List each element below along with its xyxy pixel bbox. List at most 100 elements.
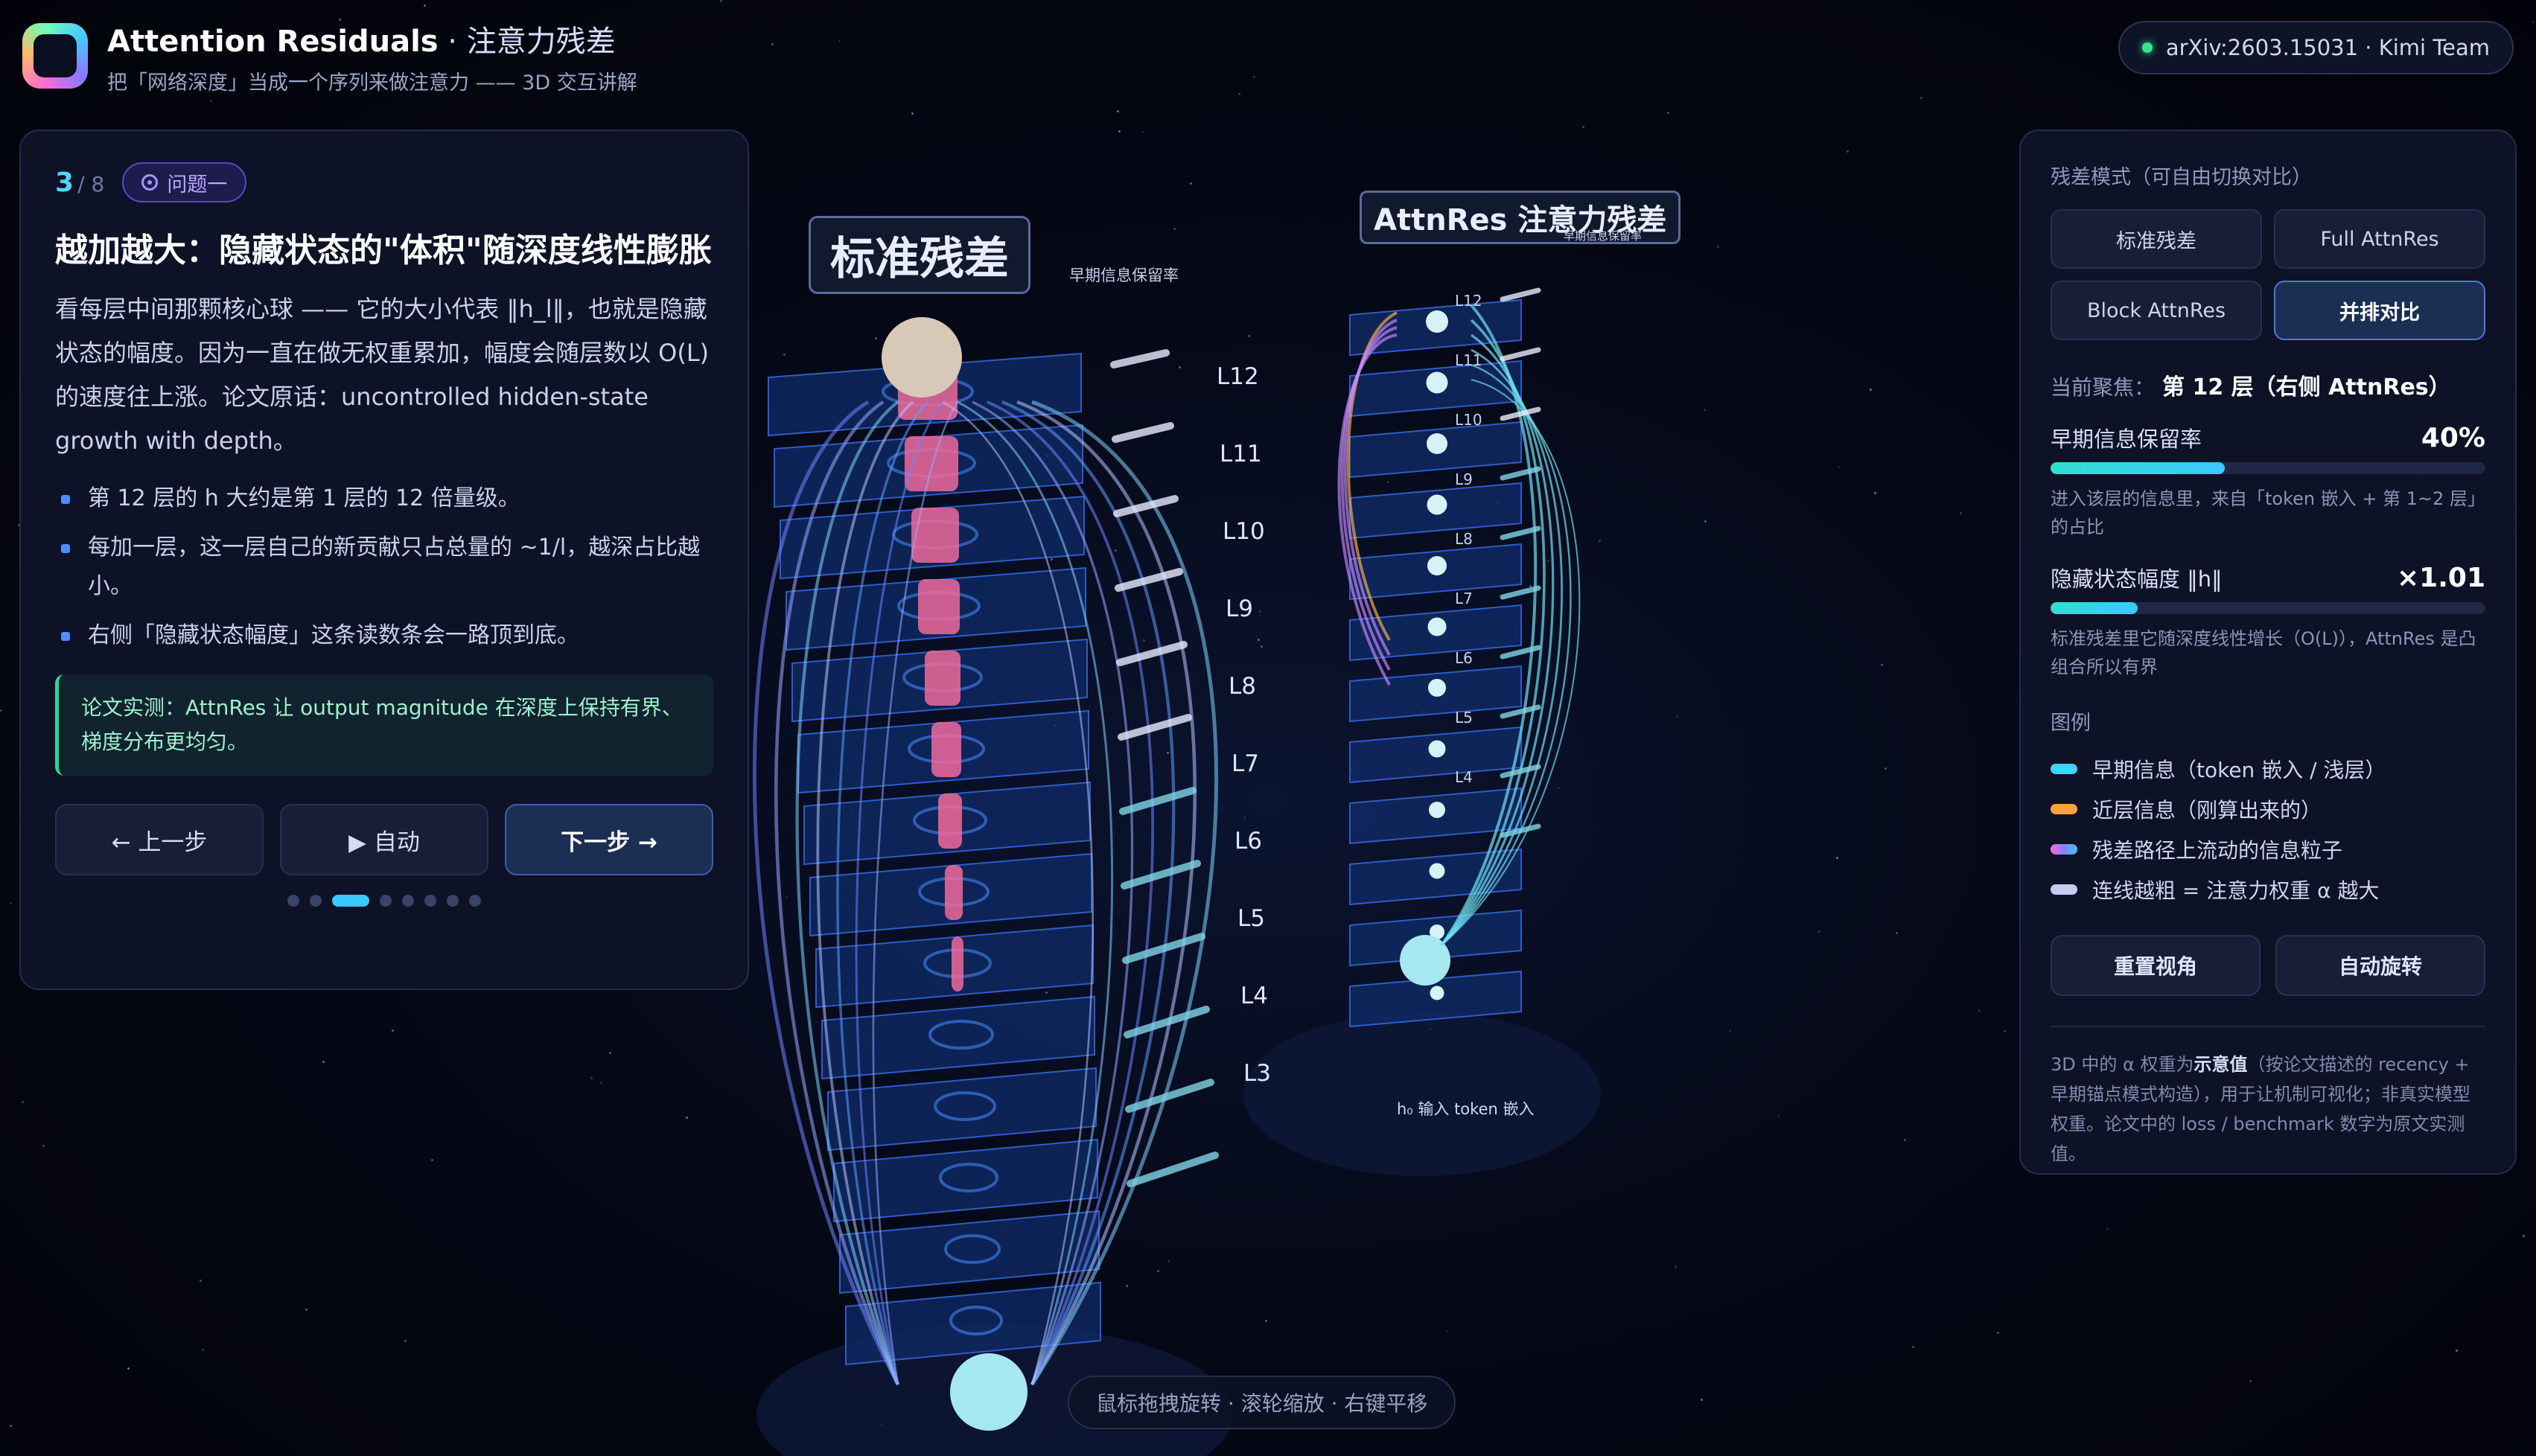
std-retention-bar <box>1125 1079 1214 1113</box>
star <box>2532 20 2535 23</box>
std-residual-arc <box>1001 400 1176 1385</box>
star <box>1248 334 1251 337</box>
step-progress-dots <box>55 895 713 907</box>
star <box>1978 1009 1981 1012</box>
star <box>339 18 342 21</box>
step-panel: 3 / 8 问题一 越加越大：隐藏状态的"体积"随深度线性膨胀 看每层中间那颗核… <box>19 130 749 990</box>
std-layer-ring <box>928 1020 994 1050</box>
std-layer-plate <box>845 1281 1101 1366</box>
star <box>21 1101 24 1104</box>
std-layer-label: L7 <box>1232 750 1259 777</box>
recent-info-swatch-icon <box>2051 804 2077 814</box>
progress-dot[interactable] <box>287 895 299 907</box>
reset-view-button[interactable]: 重置视角 <box>2051 935 2261 996</box>
attn-recent-arc <box>1337 333 1398 686</box>
std-layer-label: L8 <box>1229 673 1256 700</box>
star <box>202 1348 205 1351</box>
star <box>1115 549 1118 552</box>
std-retention-bar <box>1119 787 1197 815</box>
star <box>199 1280 202 1283</box>
std-core-sphere <box>882 317 962 397</box>
progress-dot[interactable] <box>447 895 459 907</box>
star <box>1167 752 1170 755</box>
star <box>1143 639 1146 642</box>
auto-play-button[interactable]: ▶ 自动 <box>280 804 488 875</box>
star <box>1547 559 1550 562</box>
attn-retention-bar <box>1500 466 1541 481</box>
star <box>1885 767 1887 770</box>
star <box>2523 1235 2526 1238</box>
star <box>590 1077 593 1080</box>
std-core-segment <box>945 865 963 920</box>
arxiv-badge[interactable]: arXiv:2603.15031 · Kimi Team <box>2118 21 2514 74</box>
std-layer-plate <box>833 1138 1098 1223</box>
std-retention-bar <box>1113 495 1179 517</box>
control-panel: 残差模式（可自由切换对比） 标准残差 Full AttnRes Block At… <box>2019 130 2517 1175</box>
h0-input-label: h₀ 输入 token 嵌入 <box>1397 1100 1535 1118</box>
star <box>404 1340 407 1343</box>
attn-core-sphere <box>1429 802 1445 818</box>
star <box>1238 93 1241 96</box>
star <box>392 1029 395 1032</box>
list-item: 第 12 层的 h 大约是第 1 层的 12 倍量级。 <box>55 479 713 518</box>
app-logo-icon <box>22 23 88 89</box>
star <box>2106 1227 2109 1230</box>
std-residual-arc <box>942 400 1094 1385</box>
metric-magnitude: 隐藏状态幅度 ‖h‖ ×1.01 标准残差里它随深度线性增长（O(L)），Att… <box>2051 563 2485 677</box>
star <box>1050 558 1053 561</box>
attn-core-sphere <box>1427 556 1447 575</box>
mode-label: 残差模式（可自由切换对比） <box>2051 166 2312 189</box>
standard-residual-label: 标准残差 <box>809 216 1030 294</box>
prev-step-button[interactable]: ← 上一步 <box>55 804 264 875</box>
mode-full-attnres-button[interactable]: Full AttnRes <box>2274 209 2485 269</box>
star <box>838 39 841 42</box>
star <box>42 1144 45 1147</box>
app-header: Attention Residuals · 注意力残差 把「网络深度」当成一个序… <box>22 15 637 97</box>
star <box>1838 465 1841 468</box>
star <box>1873 491 1876 494</box>
std-retention-bar <box>1115 568 1183 592</box>
attn-retention-bar <box>1500 645 1541 660</box>
mode-side-by-side-button[interactable]: 并排对比 <box>2274 281 2485 340</box>
progress-dot[interactable] <box>332 895 369 907</box>
early-info-swatch-icon <box>2051 764 2077 774</box>
attn-recent-arc <box>1343 319 1398 656</box>
std-core-segment <box>911 508 959 563</box>
star <box>1260 645 1263 648</box>
next-step-button[interactable]: 下一步 → <box>505 804 713 875</box>
star <box>911 112 914 115</box>
std-residual-arc <box>1016 400 1197 1386</box>
3d-scene-canvas[interactable]: 标准残差 早期信息保留率 AttnRes 注意力残差 早期信息保留率 h₀ 输入… <box>749 119 2015 1456</box>
attn-early-arc <box>1441 379 1581 946</box>
mode-standard-button[interactable]: 标准残差 <box>2051 209 2262 269</box>
attn-recent-arc <box>1346 311 1398 641</box>
progress-dot[interactable] <box>469 895 481 907</box>
star <box>1676 715 1679 718</box>
step-bullets: 第 12 层的 h 大约是第 1 层的 12 倍量级。 每加一层，这一层自己的新… <box>55 479 713 655</box>
star <box>1582 125 1585 128</box>
progress-dot[interactable] <box>310 895 322 907</box>
progress-dot[interactable] <box>380 895 392 907</box>
progress-dot[interactable] <box>402 895 414 907</box>
question-tag: 问题一 <box>122 162 247 202</box>
magnitude-bar <box>2051 602 2485 614</box>
attn-core-sphere <box>1427 617 1447 636</box>
attn-layer-label: L12 <box>1455 292 1482 310</box>
focus-readout: 当前聚焦：第 12 层（右侧 AttnRes） <box>2051 374 2451 400</box>
mode-block-attnres-button[interactable]: Block AttnRes <box>2051 281 2262 340</box>
star <box>1919 97 1922 100</box>
star <box>1045 991 1048 994</box>
star <box>424 4 427 7</box>
list-item: 每加一层，这一层自己的新贡献只占总量的 ~1/l，越深占比越小。 <box>55 529 713 606</box>
star <box>1880 664 1883 667</box>
std-retention-bar <box>1112 422 1174 443</box>
progress-dot[interactable] <box>424 895 436 907</box>
star <box>1126 1285 1129 1288</box>
std-residual-arc <box>752 400 900 1386</box>
star <box>1895 932 1898 935</box>
auto-rotate-button[interactable]: 自动旋转 <box>2275 935 2485 996</box>
std-layer-ring <box>949 1306 1003 1335</box>
std-residual-arc <box>987 400 1154 1385</box>
star <box>1265 1319 1268 1322</box>
star <box>127 1367 130 1370</box>
